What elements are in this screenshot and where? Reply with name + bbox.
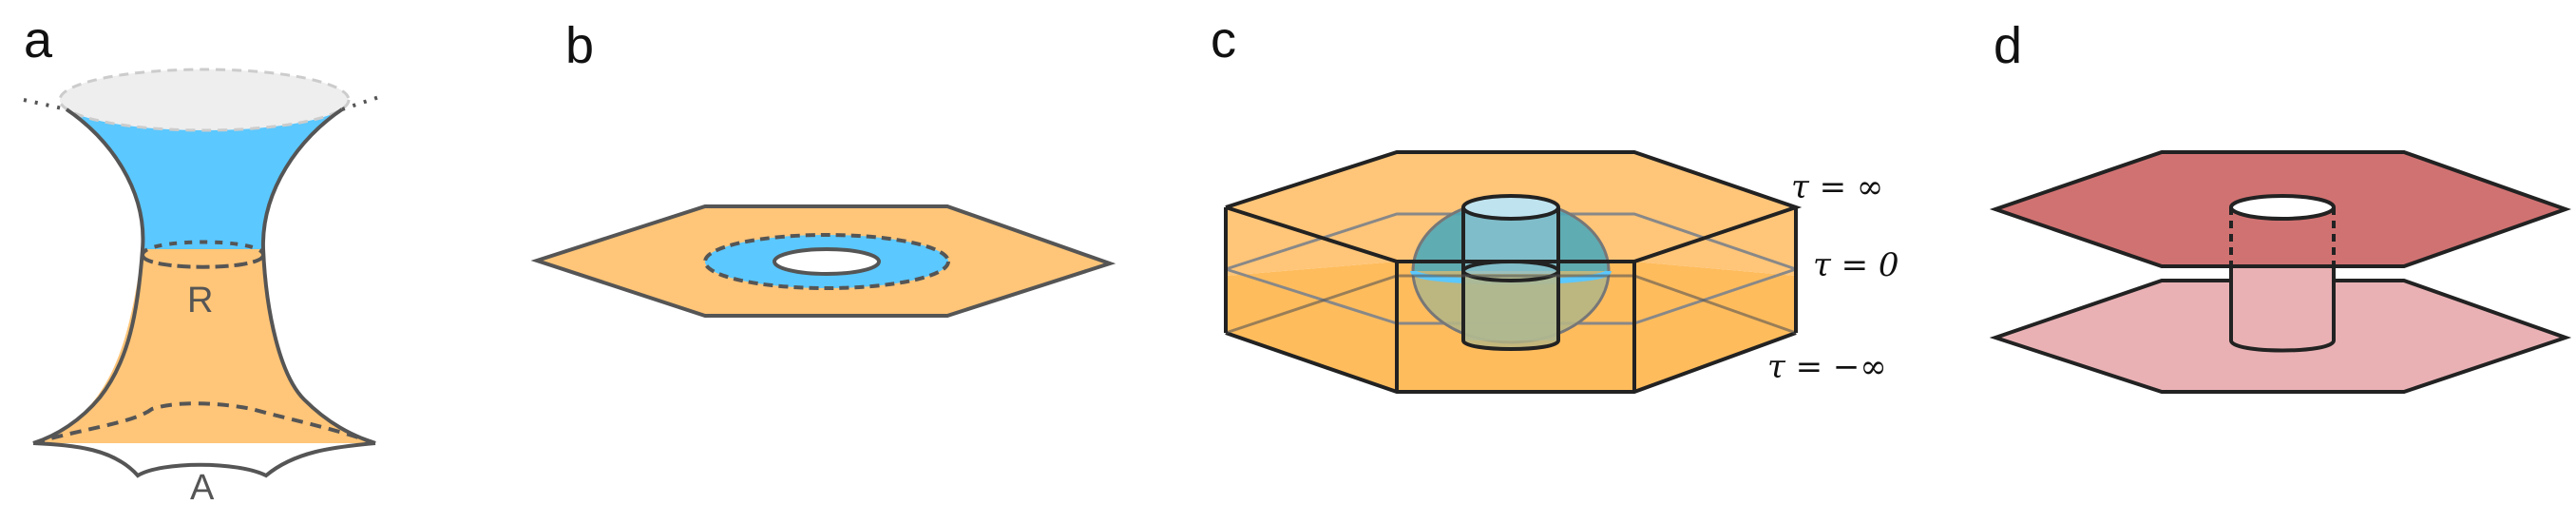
tau-zero-label: τ = 0 xyxy=(1813,246,1899,284)
box-outline-bottom-back xyxy=(1225,274,1797,335)
panel-letter-a: a xyxy=(24,11,53,68)
box-outline-bottom xyxy=(1225,331,1797,394)
tau-minus-infinity-label: τ = −∞ xyxy=(1767,348,1887,386)
tube-opening xyxy=(2229,194,2336,221)
box-front-upper xyxy=(1226,207,1796,276)
panel-letter-b: b xyxy=(565,17,594,74)
panel-letter-c: c xyxy=(1211,11,1236,68)
wormhole-right-outline xyxy=(260,107,376,445)
region-label-A: A xyxy=(190,468,215,505)
wormhole-upper-blue xyxy=(67,109,342,249)
wormhole-lower-orange xyxy=(33,249,375,443)
wormhole-top-cap xyxy=(58,68,351,132)
panel-c: c τ = ∞ τ = 0 τ = −∞ xyxy=(1211,11,1899,394)
throat-back-dashed xyxy=(141,240,265,256)
cylinder-bottom xyxy=(1461,339,1560,351)
panel-letter-d: d xyxy=(1994,17,2022,74)
cylinder-body-lower xyxy=(1463,274,1558,349)
wormhole-left-outline xyxy=(32,107,145,445)
left-dotted-extension xyxy=(23,98,67,111)
tau-infinity-label: τ = ∞ xyxy=(1791,168,1883,206)
panel-b: b xyxy=(530,17,1116,318)
panel-a: a R A xyxy=(23,11,386,505)
cylinder-top xyxy=(1461,194,1560,221)
throat-front xyxy=(141,254,265,269)
region-label-R: R xyxy=(187,281,213,320)
bottom-boundary-scallop xyxy=(32,441,376,478)
annulus-hole xyxy=(773,247,881,276)
panel-d: d xyxy=(1989,17,2572,394)
tube-bottom xyxy=(2229,339,2336,353)
bottom-boundary-dashed xyxy=(32,401,376,445)
